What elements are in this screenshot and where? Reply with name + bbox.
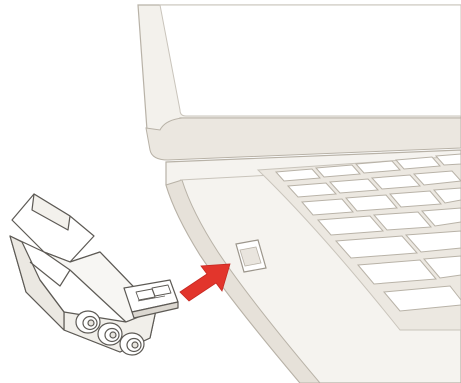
laptop-screen [138, 5, 461, 160]
insert-arrow [180, 264, 230, 301]
adapter-jack-3 [120, 333, 144, 355]
adapter-jack-1 [76, 311, 100, 333]
usb-adapter [10, 194, 178, 355]
display-panel [160, 5, 461, 116]
adapter-jack-2 [98, 323, 122, 345]
